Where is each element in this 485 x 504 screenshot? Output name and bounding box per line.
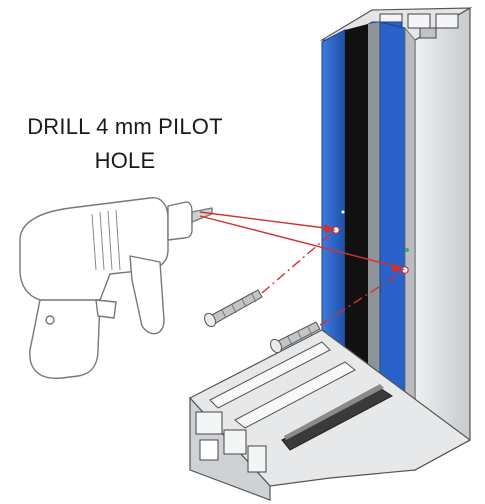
alignment-line-lower: [319, 271, 403, 326]
sill-track-rail-2: [234, 361, 356, 429]
screw-icon: [203, 289, 321, 354]
drill-bit: [191, 207, 213, 223]
drill-side-handle: [129, 255, 165, 335]
instruction-line-1: DRILL 4 mm PILOT: [27, 114, 223, 139]
drill-body: [19, 197, 169, 307]
drill-screw-mark: [45, 315, 55, 325]
frame-side-face: [414, 6, 471, 472]
marker-dot-green: [405, 248, 409, 252]
sill-profile: [189, 329, 472, 501]
sill-track-rail-1: [209, 341, 331, 409]
screw-alignment-lines: [261, 231, 403, 326]
marker-dot-small: [341, 210, 345, 214]
arrowhead-lower: [392, 263, 405, 272]
drill-handle: [29, 299, 101, 379]
guide-line-lower: [199, 215, 403, 269]
sill-seal-highlight: [284, 384, 384, 440]
instruction-line-2: HOLE: [94, 148, 156, 173]
guide-arrowheads: [324, 224, 405, 272]
frame-grey-strip: [404, 26, 416, 453]
screw-lower: [269, 321, 321, 354]
instruction-caption: DRILL 4 mm PILOT HOLE: [0, 110, 250, 178]
alignment-line-upper: [261, 231, 334, 294]
sill-chambers: [195, 411, 267, 473]
inner-lip: [368, 22, 380, 462]
screw-upper: [203, 289, 263, 328]
drill-icon: [19, 197, 213, 379]
drill-trigger: [95, 299, 117, 319]
drill-chuck: [167, 201, 193, 241]
guide-line-upper: [199, 211, 334, 230]
arrowhead-upper: [324, 224, 336, 233]
drill-guide-lines: [199, 211, 403, 269]
drill-grip-lines: [91, 209, 121, 271]
